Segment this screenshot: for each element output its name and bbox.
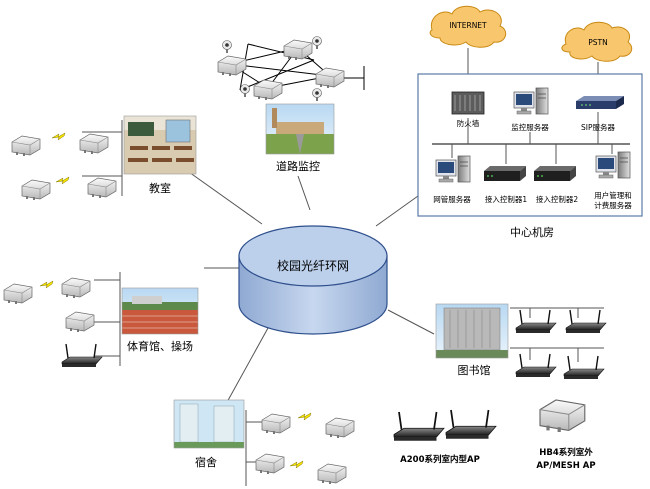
road-mesh [217, 36, 365, 102]
internet-label: INTERNET [449, 21, 487, 30]
firewall-icon [451, 91, 485, 115]
link-library [387, 309, 435, 335]
classroom-ap-2-icon [79, 133, 109, 155]
billing-label-line2: 计费服务器 [594, 200, 632, 210]
dorm-link-1-icon [297, 412, 312, 421]
gym-ap-2-icon [61, 277, 91, 299]
link-dorm [225, 327, 269, 405]
link-road [297, 175, 311, 211]
legend-outdoor-ap-icon [539, 399, 586, 433]
dorm-cluster [173, 399, 355, 486]
legend-outdoor-label-line1: HB4系列室外 [539, 447, 593, 458]
ring-label: 校园光纤环网 [277, 258, 349, 273]
fiber-ring: 校园光纤环网 [238, 225, 388, 335]
dorm-ap-2-icon [325, 417, 355, 439]
classroom-label: 教室 [149, 181, 171, 195]
dorm-ap-4-icon [317, 463, 347, 485]
controller2-icon [534, 166, 576, 181]
road-camera-1-icon [222, 40, 232, 54]
legend-indoor-ap-2-icon [445, 409, 497, 440]
library-label: 图书馆 [458, 363, 491, 377]
library-cluster [435, 303, 607, 380]
ring-links [171, 159, 435, 405]
legend-outdoor-label-line2: AP/MESH AP [536, 461, 595, 471]
pstn-label: PSTN [588, 38, 607, 47]
gym-ap-3-icon [65, 311, 95, 333]
road-label: 道路监控 [276, 159, 320, 173]
classroom-cluster [11, 115, 197, 201]
dorm-label: 宿舍 [195, 455, 217, 469]
road-camera-4-icon [312, 88, 322, 102]
gym-label: 体育馆、操场 [127, 339, 193, 353]
gym-photo [121, 287, 199, 335]
sip-server-label: SIP服务器 [581, 122, 615, 132]
dorm-ap-1-icon [261, 413, 291, 435]
legend-indoor-label: A200系列室内型AP [400, 454, 480, 465]
gym-ap-1-icon [3, 283, 33, 305]
data-center: 防火墙 监控服务器 SIP服务器 网管服务器 接入控制器1 接入控制器2 用户管… [417, 73, 643, 217]
road-ap-3-icon [315, 67, 345, 89]
link-datacenter [375, 195, 419, 227]
legend: A200系列室内型AP HB4系列室外 AP/MESH AP [393, 399, 596, 471]
dorm-ap-3-icon [255, 453, 285, 475]
library-photo [435, 303, 509, 359]
library-ap-4-icon [563, 355, 605, 380]
gym-link-icon [39, 280, 54, 289]
classroom-link-2-icon [55, 176, 70, 185]
controller1-icon [484, 166, 526, 181]
road-photo [265, 103, 335, 155]
dorm-link-2-icon [289, 460, 304, 469]
controller2-label: 接入控制器2 [536, 194, 578, 204]
gym-cluster [3, 272, 199, 368]
library-ap-3-icon [515, 353, 557, 378]
pstn-cloud: PSTN [561, 21, 633, 62]
firewall-label: 防火墙 [457, 118, 480, 128]
road-ap-1-icon [217, 55, 247, 77]
road-camera-3-icon [240, 84, 250, 98]
internet-cloud: INTERNET [429, 5, 507, 48]
data-center-title: 中心机房 [510, 225, 554, 239]
dorm-photo [173, 399, 245, 449]
classroom-link-1-icon [51, 132, 66, 141]
legend-indoor-ap-1-icon [393, 411, 445, 442]
classroom-ap-4-icon [87, 177, 117, 199]
library-ap-1-icon [515, 309, 557, 334]
classroom-ap-1-icon [11, 135, 41, 157]
controller1-label: 接入控制器1 [485, 194, 527, 204]
classroom-photo [123, 115, 197, 175]
billing-label-line1: 用户管理和 [594, 190, 632, 200]
road-camera-2-icon [312, 36, 322, 50]
classroom-ap-3-icon [21, 179, 51, 201]
library-ap-2-icon [565, 309, 607, 334]
monitor-server-label: 监控服务器 [511, 122, 549, 132]
nms-server-label: 网管服务器 [433, 194, 471, 204]
sip-server-icon [576, 96, 624, 109]
